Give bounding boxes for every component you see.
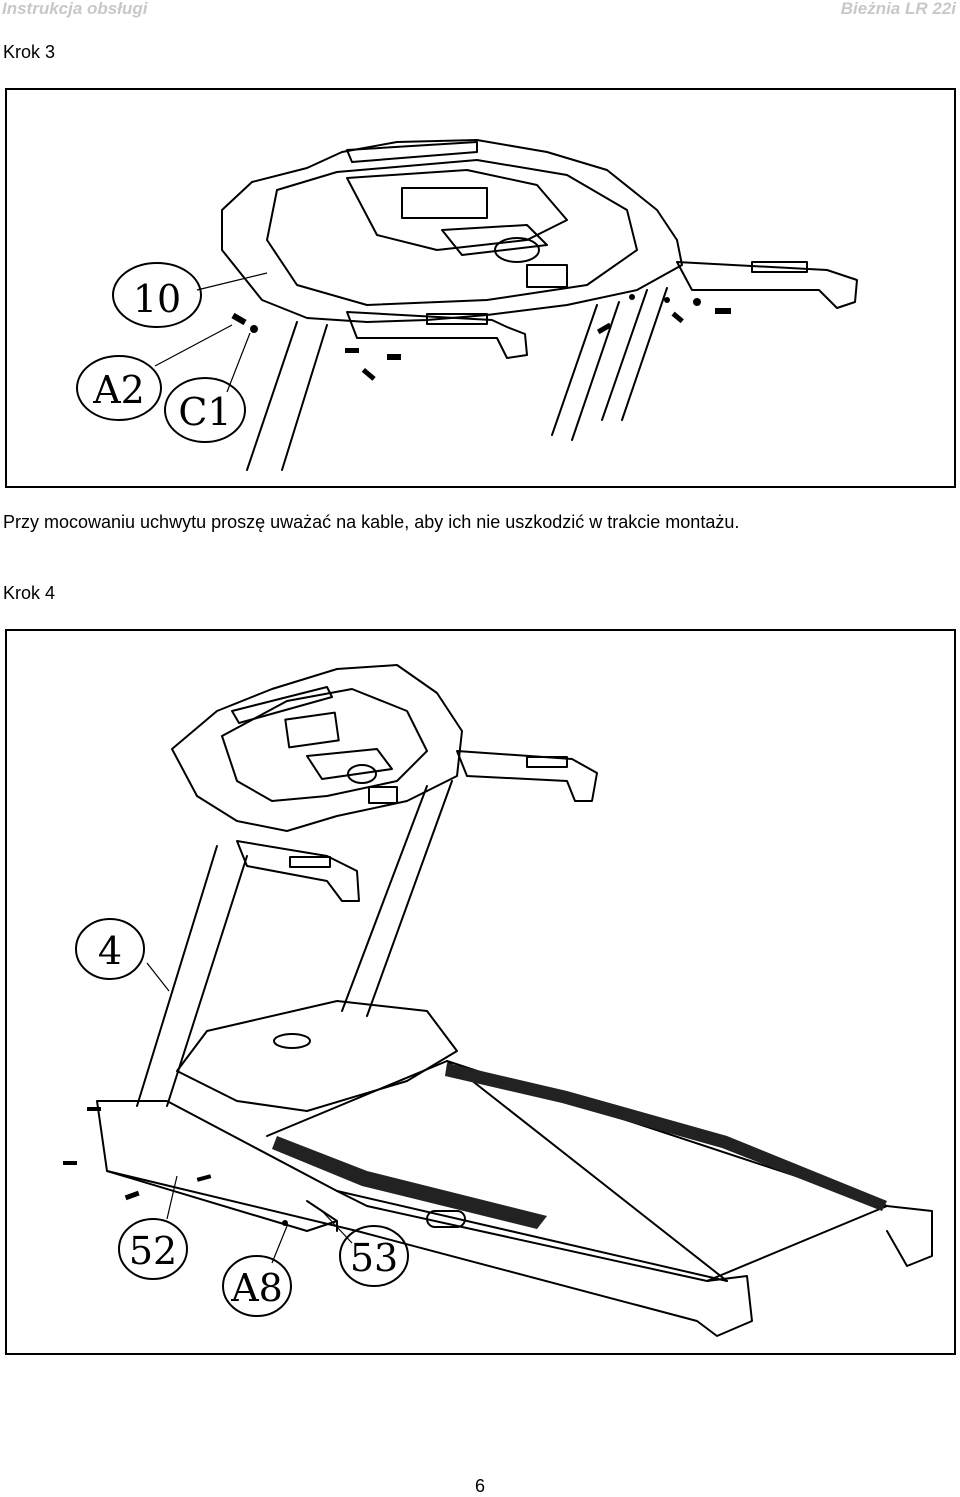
console-handlebar-drawing: 10 A2 C1 [76, 139, 858, 471]
assembly-note: Przy mocowaniu uchwytu proszę uważać na … [3, 512, 740, 532]
callout-10: 10 [133, 277, 181, 321]
callout-4: 4 [98, 929, 122, 973]
callout-53: 53 [350, 1236, 398, 1280]
manual-title: Instrukcja obsługi [2, 0, 148, 18]
callout-c1: C1 [178, 390, 231, 434]
step-3-figure: 10 A2 C1 [5, 88, 956, 488]
step-4-figure: 4 52 A8 53 [5, 629, 956, 1355]
step-3-title: Krok 3 [3, 42, 56, 62]
page-number: 6 [474, 1476, 485, 1496]
product-name: Bieżnia LR 22i [840, 0, 956, 18]
callout-a2: A2 [92, 368, 145, 412]
treadmill-drawing: 4 52 A8 53 [63, 664, 933, 1337]
step-4-title: Krok 4 [3, 583, 56, 603]
callout-a8: A8 [230, 1266, 283, 1310]
callout-52: 52 [129, 1229, 177, 1273]
